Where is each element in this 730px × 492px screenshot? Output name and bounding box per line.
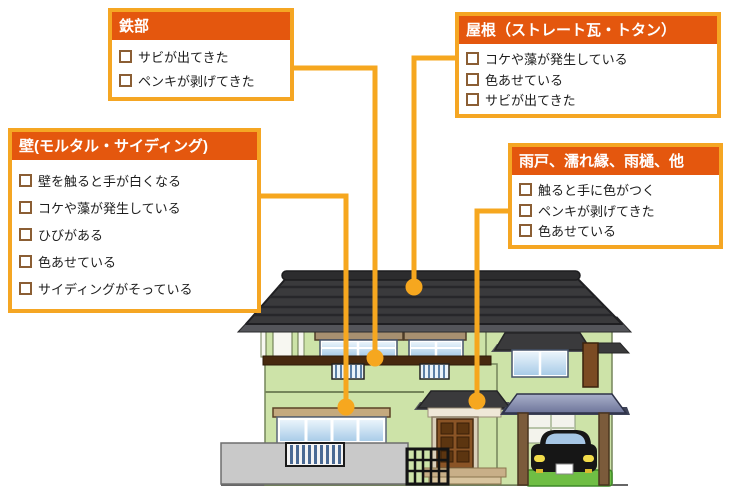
callout-roof-checklist: コケや藻が発生している 色あせている サビが出てきた (459, 44, 717, 114)
checklist-item: 色あせている (519, 221, 712, 240)
connector-lines (258, 55, 511, 404)
callout-wall-checklist: 壁を触ると手が白くなる コケや藻が発生している ひびがある 色あせている サイデ… (12, 160, 257, 309)
car (531, 430, 597, 475)
checkbox[interactable] (19, 228, 32, 241)
checklist-item: 色あせている (466, 70, 710, 89)
checkbox[interactable] (519, 224, 532, 238)
checklist-item-label: 色あせている (38, 255, 117, 270)
checklist-item: コケや藻が発生している (19, 198, 250, 217)
checkbox[interactable] (466, 72, 479, 86)
marker-dot-kabe (337, 398, 355, 416)
left-balcony (260, 329, 305, 358)
checklist-item: サビが出てきた (466, 90, 710, 109)
checkbox[interactable] (19, 174, 32, 187)
callout-wall-title: 壁(モルタル・サイディング) (12, 132, 257, 160)
checklist-item-label: ひびがある (38, 228, 104, 243)
checklist-item-label: 壁を触ると手が白くなる (38, 174, 182, 189)
marker-dot-amado (468, 392, 486, 410)
callout-iron-parts-checklist: サビが出てきた ペンキが剥げてきた (112, 40, 290, 97)
checklist-item: 壁を触ると手が白くなる (19, 171, 250, 190)
connector-dots (337, 278, 486, 416)
marker-dot-yane (405, 278, 423, 296)
callout-shutters: 雨戸、濡れ縁、雨樋、他 触ると手に色がつく ペンキが剥げてきた 色あせている (508, 143, 723, 249)
checklist-item: 触ると手に色がつく (519, 180, 712, 199)
checkbox[interactable] (19, 255, 32, 268)
bay-window (272, 407, 391, 445)
checklist-item-label: コケや藻が発生している (485, 51, 628, 67)
checkbox[interactable] (519, 182, 532, 196)
checkbox[interactable] (119, 50, 132, 64)
checkbox[interactable] (466, 51, 479, 65)
connector-tetsubu (291, 65, 378, 356)
checklist-item-label: コケや藻が発生している (38, 201, 181, 216)
checklist-item-label: サイディングがそっている (38, 282, 193, 297)
checklist-item: ペンキが剥げてきた (119, 71, 283, 90)
callout-roof-title: 屋根（ストレート瓦・トタン） (459, 16, 717, 44)
front-fence (220, 442, 409, 485)
checkbox[interactable] (466, 93, 479, 107)
marker-dot-tetsubu (366, 349, 384, 367)
connector-kabe (258, 193, 349, 404)
callout-shutters-checklist: 触ると手に色がつく ペンキが剥げてきた 色あせている (512, 175, 719, 245)
entrance (414, 390, 515, 485)
checklist-item-label: ペンキが剥げてきた (138, 73, 255, 89)
checklist-item-label: ペンキが剥げてきた (538, 203, 655, 219)
carport (500, 393, 630, 487)
checklist-item: サビが出てきた (119, 47, 283, 66)
second-floor-windows (314, 328, 467, 359)
checkbox[interactable] (19, 201, 32, 214)
checklist-item: 色あせている (19, 252, 250, 271)
house-illustration (220, 270, 633, 487)
callout-wall: 壁(モルタル・サイディング) 壁を触ると手が白くなる コケや藻が発生している ひ… (8, 128, 261, 313)
connector-amado (474, 208, 511, 398)
checklist-item-label: サビが出てきた (485, 93, 576, 109)
callout-iron-parts: 鉄部 サビが出てきた ペンキが剥げてきた (108, 8, 294, 101)
checklist-item-label: 色あせている (538, 224, 617, 240)
checklist-item: ペンキが剥げてきた (519, 201, 712, 220)
checkbox[interactable] (519, 203, 532, 217)
entrance-gate (405, 447, 450, 486)
checklist-item: ひびがある (19, 225, 250, 244)
checklist-item: サイディングがそっている (19, 279, 250, 298)
main-roof (236, 270, 633, 333)
checklist-item-label: 色あせている (485, 72, 564, 88)
connector-yane (411, 55, 458, 284)
checklist-item-label: サビが出てきた (138, 50, 229, 66)
callout-roof: 屋根（ストレート瓦・トタン） コケや藻が発生している 色あせている サビが出てき… (455, 12, 721, 118)
callout-shutters-title: 雨戸、濡れ縁、雨樋、他 (512, 147, 719, 175)
checkbox[interactable] (19, 282, 32, 295)
callout-iron-parts-title: 鉄部 (112, 12, 290, 40)
checklist-item-label: 触ると手に色がつく (538, 182, 656, 198)
carport-post-left (517, 412, 529, 486)
checklist-item: コケや藻が発生している (466, 49, 710, 68)
checkbox[interactable] (119, 73, 132, 87)
carport-post-right (598, 412, 610, 486)
right-wing (491, 332, 631, 388)
